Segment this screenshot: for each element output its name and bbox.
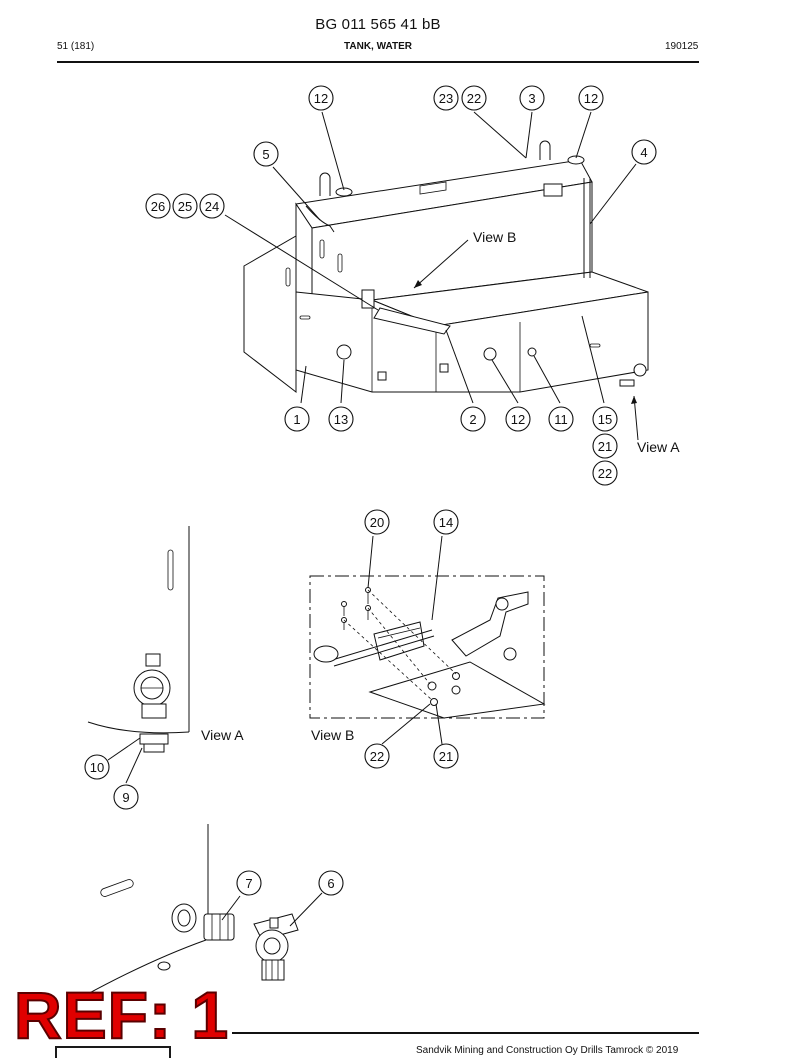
svg-text:21: 21 bbox=[439, 749, 453, 764]
svg-text:11: 11 bbox=[554, 412, 568, 427]
drain-valve-illustration bbox=[83, 824, 299, 997]
svg-text:12: 12 bbox=[584, 91, 598, 106]
header-rule bbox=[57, 61, 699, 63]
svg-text:26: 26 bbox=[151, 199, 165, 214]
svg-text:23: 23 bbox=[439, 91, 453, 106]
callout-23: 23 bbox=[433, 85, 459, 111]
callout-25: 25 bbox=[172, 193, 198, 219]
ref-stamp: REF: 1 bbox=[13, 978, 230, 1052]
callout-14: 14 bbox=[433, 509, 459, 535]
view-a-label-main: View A bbox=[637, 439, 680, 455]
callout-3: 3 bbox=[519, 85, 545, 111]
callout-5: 5 bbox=[253, 141, 279, 167]
svg-text:5: 5 bbox=[262, 147, 269, 162]
svg-text:9: 9 bbox=[122, 790, 129, 805]
svg-text:7: 7 bbox=[245, 876, 252, 891]
callout-22-main: 22 bbox=[592, 460, 618, 486]
svg-text:12: 12 bbox=[511, 412, 525, 427]
view-b-illustration bbox=[309, 575, 546, 719]
view-b-title: View B bbox=[311, 727, 354, 743]
page-number: 51 (181) bbox=[57, 41, 95, 52]
footer-rule bbox=[232, 1032, 699, 1034]
svg-text:3: 3 bbox=[528, 91, 535, 106]
callout-21-view-b: 21 bbox=[433, 743, 459, 769]
svg-text:2: 2 bbox=[469, 412, 476, 427]
callout-20: 20 bbox=[364, 509, 390, 535]
callout-13: 13 bbox=[328, 406, 354, 432]
svg-text:22: 22 bbox=[370, 749, 384, 764]
svg-text:12: 12 bbox=[314, 91, 328, 106]
callout-10: 10 bbox=[84, 754, 110, 780]
svg-text:20: 20 bbox=[370, 515, 384, 530]
document-number: BG 011 565 41 bB bbox=[315, 16, 441, 33]
svg-text:14: 14 bbox=[439, 515, 453, 530]
view-b-label-main: View B bbox=[473, 229, 516, 245]
callout-9: 9 bbox=[113, 784, 139, 810]
callout-12-bottom: 12 bbox=[505, 406, 531, 432]
callout-7: 7 bbox=[236, 870, 262, 896]
date-code: 190125 bbox=[665, 41, 699, 52]
svg-text:4: 4 bbox=[640, 145, 647, 160]
svg-text:13: 13 bbox=[334, 412, 348, 427]
view-a-title: View A bbox=[201, 727, 244, 743]
callout-22-top: 22 bbox=[461, 85, 487, 111]
svg-text:25: 25 bbox=[178, 199, 192, 214]
callout-21-main: 21 bbox=[592, 433, 618, 459]
svg-text:6: 6 bbox=[327, 876, 334, 891]
callout-24: 24 bbox=[199, 193, 225, 219]
svg-text:24: 24 bbox=[205, 199, 219, 214]
callout-6: 6 bbox=[318, 870, 344, 896]
ref-stamp-frame bbox=[55, 1046, 171, 1058]
section-title: TANK, WATER bbox=[344, 41, 412, 52]
callout-11: 11 bbox=[548, 406, 574, 432]
water-tank-illustration bbox=[243, 140, 649, 394]
svg-text:21: 21 bbox=[598, 439, 612, 454]
callout-12-top-right: 12 bbox=[578, 85, 604, 111]
callout-1: 1 bbox=[284, 406, 310, 432]
callout-2: 2 bbox=[460, 406, 486, 432]
callout-26: 26 bbox=[145, 193, 171, 219]
callout-15: 15 bbox=[592, 406, 618, 432]
svg-text:15: 15 bbox=[598, 412, 612, 427]
svg-text:22: 22 bbox=[598, 466, 612, 481]
footer-copyright: Sandvik Mining and Construction Oy Drill… bbox=[416, 1045, 679, 1056]
callout-12-top-left: 12 bbox=[308, 85, 334, 111]
svg-text:1: 1 bbox=[293, 412, 300, 427]
callout-4: 4 bbox=[631, 139, 657, 165]
callout-22-view-b: 22 bbox=[364, 743, 390, 769]
svg-text:10: 10 bbox=[90, 760, 104, 775]
view-a-illustration bbox=[87, 526, 190, 753]
svg-text:22: 22 bbox=[467, 91, 481, 106]
